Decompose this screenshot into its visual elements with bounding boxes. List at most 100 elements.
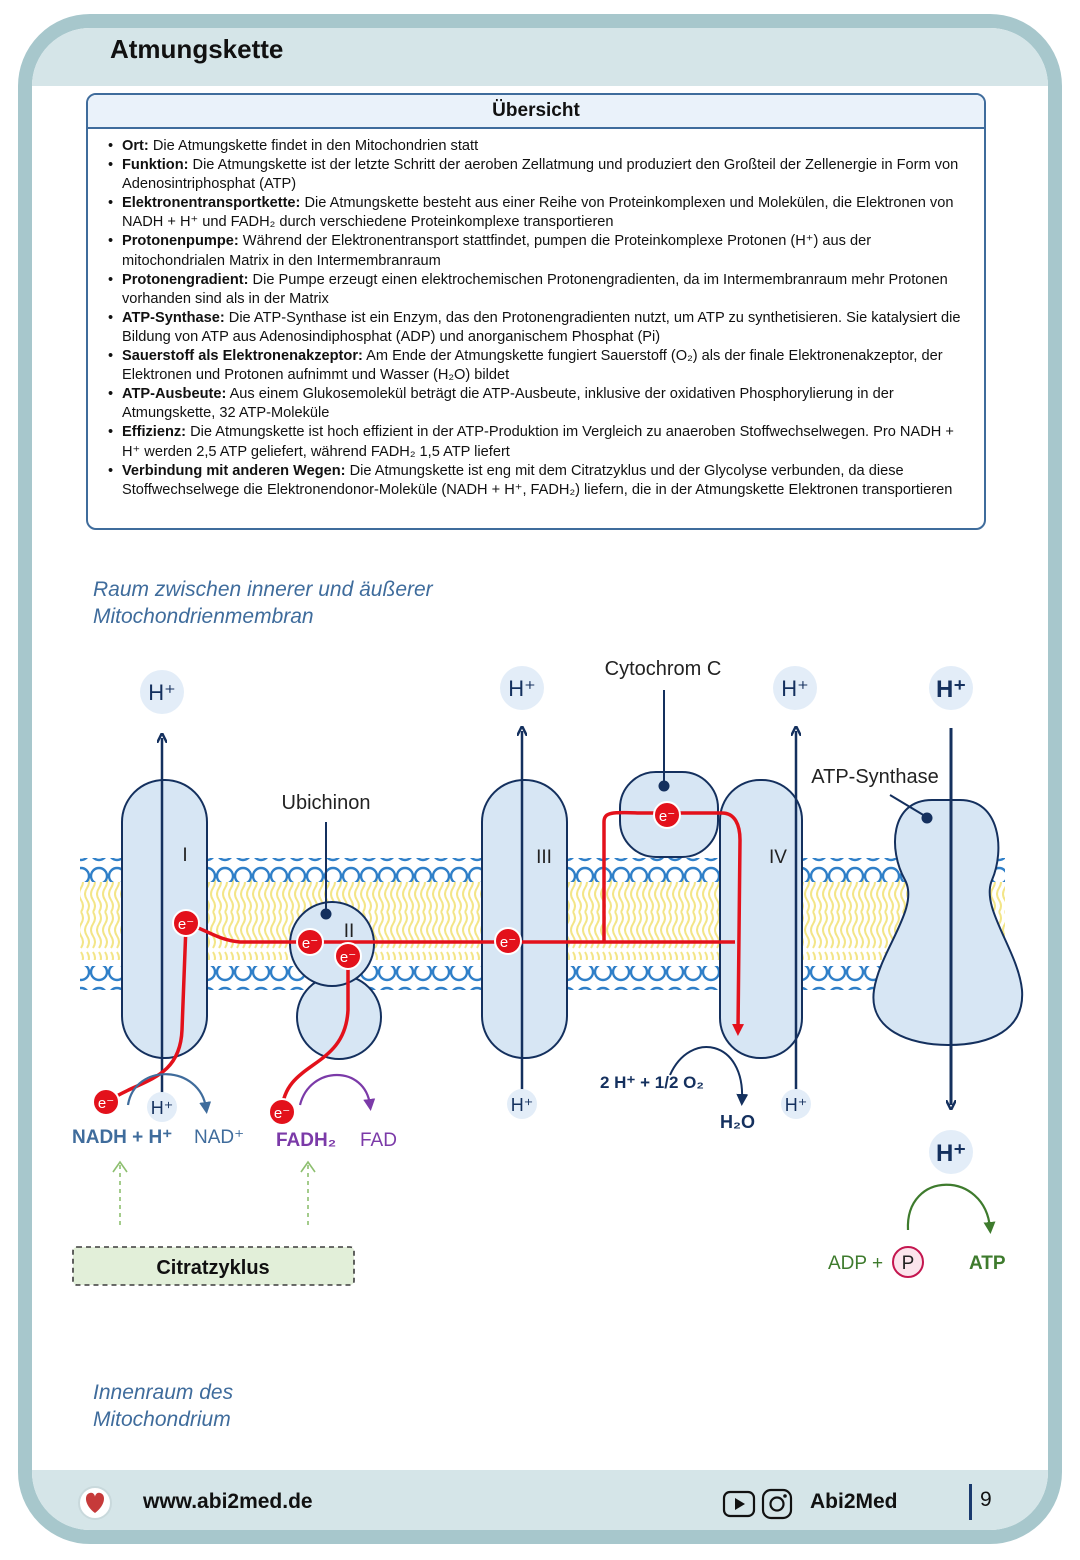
overview-term: Effizienz: [122, 424, 187, 441]
complex-4 [719, 779, 803, 1059]
electron-label: e⁻ [98, 1095, 114, 1112]
complex-2-label: II [344, 921, 355, 942]
overview-term: Ort: [122, 138, 149, 154]
overview-item: Sauerstoff als Elektronenakzeptor: Am En… [108, 347, 970, 385]
fad-label: FAD [360, 1130, 397, 1151]
overview-term: ATP-Ausbeute: [122, 386, 227, 403]
citrate-cycle-box [72, 1246, 355, 1286]
overview-text: Die Atmungskette ist eng mit dem Citratz… [122, 462, 953, 498]
nad-label: NAD⁺ [194, 1127, 244, 1148]
overview-text: Die Atmungskette findet in den Mitochond… [148, 138, 479, 154]
overview-text: Die ATP-Synthase ist ein Enzym, das den … [122, 309, 961, 345]
complex-1-label: I [182, 845, 187, 866]
intermembrane-label-line: Mitochondrienmembran [93, 605, 314, 628]
proton-bubble: H⁺ [773, 666, 817, 710]
intermembrane-label: Raum zwischen innerer und äußerer Mitoch… [93, 576, 433, 630]
overview-item: Ort: Die Atmungskette findet in den Mito… [108, 137, 970, 156]
proton-bubble: H⁺ [929, 666, 973, 710]
overview-text: Die Atmungskette ist hoch effizient in d… [122, 424, 954, 460]
electron-token: e⁻ [296, 928, 324, 956]
proton-label: H⁺ [936, 676, 966, 703]
electron-label: e⁻ [302, 935, 318, 952]
electron-label: e⁻ [178, 916, 194, 933]
electron-token: e⁻ [92, 1088, 120, 1116]
overview-item: Elektronentransportkette: Die Atmungsket… [108, 194, 970, 232]
overview-item: Funktion: Die Atmungskette ist der letzt… [108, 156, 970, 194]
electron-label: e⁻ [340, 949, 356, 966]
adp-label: ADP + [828, 1253, 883, 1274]
instagram-icon [761, 1488, 793, 1520]
cytochrom-label: Cytochrom C [605, 658, 722, 680]
ubichinon-dot [320, 908, 332, 920]
complex-2-base [296, 974, 382, 1060]
fadh2-oxidation-arrow [298, 1073, 376, 1111]
overview-term: Elektronentransportkette: [122, 195, 301, 212]
overview-text: Während der Elektronentransport stattfin… [122, 233, 872, 269]
footer-bar [32, 1470, 1048, 1530]
electron-token: e⁻ [172, 909, 200, 937]
electron-label: e⁻ [274, 1105, 290, 1122]
overview-item: Protonenpumpe: Während der Elektronentra… [108, 232, 970, 270]
proton-bubble: H⁺ [929, 1130, 973, 1174]
electron-token: e⁻ [653, 801, 681, 829]
ubichinon-label: Ubichinon [282, 792, 371, 814]
citrate-arrowhead-fadh2 [300, 1160, 316, 1173]
overview-text: Am Ende der Atmungskette fungiert Sauers… [122, 348, 943, 384]
proton-label: H⁺ [148, 680, 176, 705]
complex-3 [481, 779, 568, 1059]
youtube-icon [722, 1490, 756, 1518]
overview-term: ATP-Synthase: [122, 309, 225, 326]
title-bar [32, 28, 1048, 86]
water-label: H₂O [720, 1112, 755, 1132]
fadh2-label: FADH₂ [276, 1130, 336, 1151]
footer-url[interactable]: www.abi2med.de [143, 1490, 313, 1513]
citrate-arrowhead-nadh [112, 1160, 128, 1173]
page-title: Atmungskette [110, 34, 284, 64]
overview-text: Die Atmungskette besteht aus einer Reihe… [122, 195, 954, 231]
electron-token: e⁻ [334, 942, 362, 970]
proton-bubble: H⁺ [781, 1089, 811, 1119]
oxygen-label: 2 H⁺ + 1/2 O₂ [600, 1073, 704, 1092]
complex-4-label: IV [769, 847, 787, 868]
intermembrane-label-line: Raum zwischen innerer und äußerer [93, 578, 433, 601]
phosphate-label: P [902, 1253, 915, 1274]
overview-item: ATP-Synthase: Die ATP-Synthase ist ein E… [108, 309, 970, 347]
electron-path-fadh2 [280, 958, 350, 1111]
complex-3-label: III [536, 847, 552, 868]
page-number: 9 [980, 1488, 992, 1511]
overview-text: Aus einem Glukosemolekül beträgt die ATP… [122, 386, 894, 422]
overview-item: Protonengradient: Die Pumpe erzeugt eine… [108, 271, 970, 309]
proton-label: H⁺ [151, 1098, 174, 1118]
heart-logo-icon [78, 1486, 112, 1520]
proton-label: H⁺ [508, 676, 536, 701]
proton-bubble: H⁺ [507, 1089, 537, 1119]
overview-list: Ort: Die Atmungskette findet in den Mito… [108, 137, 970, 500]
overview-item: ATP-Ausbeute: Aus einem Glukosemolekül b… [108, 385, 970, 423]
proton-label: H⁺ [511, 1095, 534, 1115]
electron-token: e⁻ [268, 1098, 296, 1126]
cytochrom-dot [658, 780, 670, 792]
phosphate-icon [892, 1246, 924, 1278]
proton-bubble: H⁺ [500, 666, 544, 710]
footer-brand: Abi2Med [810, 1490, 898, 1513]
electron-label: e⁻ [659, 808, 675, 825]
overview-text: Die Pumpe erzeugt einen elektrochemische… [122, 271, 948, 307]
atp-synthase [872, 799, 1024, 1047]
atp-synthase-pointer [889, 794, 926, 817]
atp-label: ATP [969, 1253, 1006, 1274]
atp-formation-arrow [906, 1183, 996, 1234]
atp-synthase-label: ATP-Synthase [811, 766, 938, 788]
oxygen-reaction-arrow [669, 1046, 749, 1106]
electron-path-complex4 [602, 810, 745, 1036]
overview-box: Übersicht Ort: Die Atmungskette findet i… [86, 93, 986, 530]
matrix-label-line: Innenraum des [93, 1381, 234, 1404]
overview-term: Funktion: [122, 157, 189, 174]
electron-token: e⁻ [494, 927, 522, 955]
matrix-label-line: Mitochondrium [93, 1408, 231, 1431]
overview-text: Die Atmungskette ist der letzte Schritt … [122, 157, 959, 193]
overview-term: Protonengradient: [122, 271, 249, 288]
overview-term: Sauerstoff als Elektronenakzeptor: [122, 348, 363, 365]
proton-label: H⁺ [785, 1095, 808, 1115]
proton-bubble: H⁺ [140, 670, 184, 714]
